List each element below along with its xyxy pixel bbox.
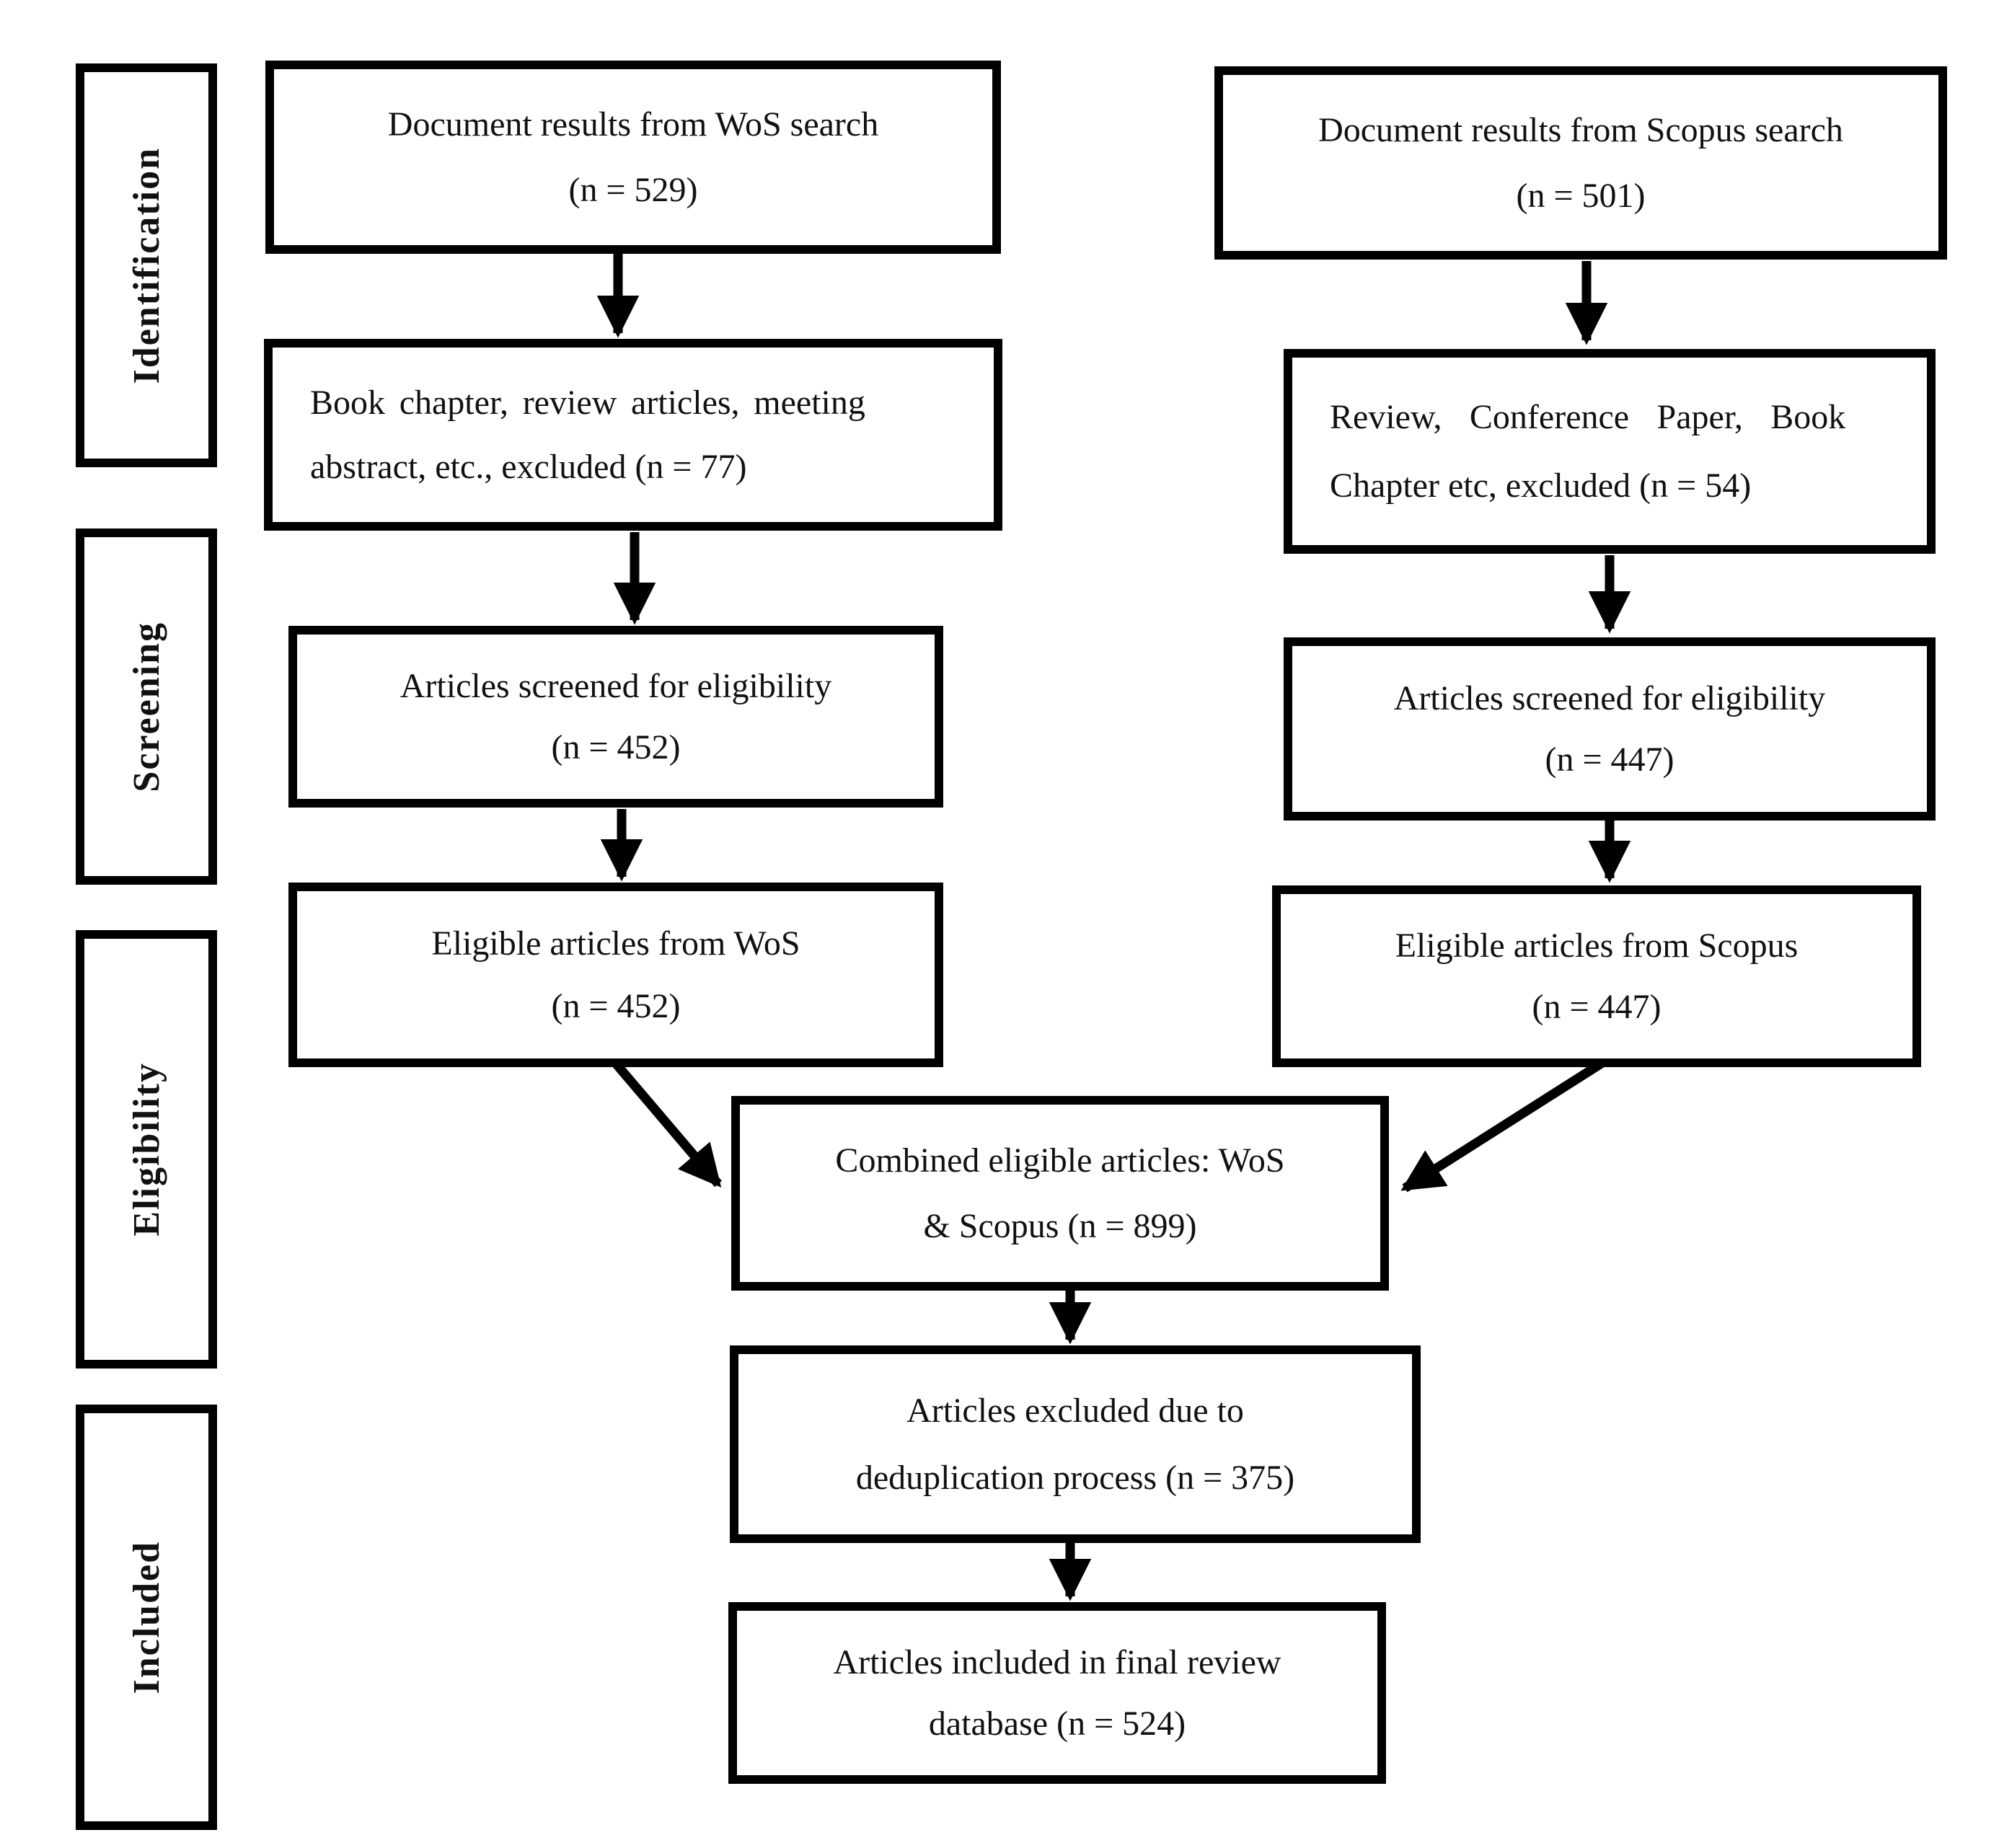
- arrow-wos-eligible-to-combined: [608, 1055, 722, 1188]
- scopus-eligible-line1: Eligible articles from Scopus: [1395, 926, 1799, 965]
- stage-screening: Screening: [76, 529, 217, 885]
- wos-eligible-line1: Eligible articles from WoS: [431, 924, 800, 963]
- wos-search-box: Document results from WoS search (n = 52…: [265, 61, 1001, 254]
- dedup-excluded-line2: deduplication process (n = 375): [855, 1458, 1295, 1497]
- wos-excluded-box: Book chapter, review articles, meeting a…: [264, 339, 1002, 531]
- stage-label-included: Included: [125, 1540, 167, 1694]
- scopus-eligible-box: Eligible articles from Scopus (n = 447): [1272, 885, 1921, 1067]
- wos-search-line1: Document results from WoS search: [387, 105, 879, 144]
- wos-screened-line1: Articles screened for eligibility: [400, 666, 832, 705]
- scopus-search-line1: Document results from Scopus search: [1318, 111, 1843, 150]
- final-included-line1: Articles included in final review: [833, 1643, 1281, 1681]
- stage-label-identification: Identification: [125, 146, 167, 384]
- wos-excluded-line2: abstract, etc., excluded (n = 77): [310, 448, 747, 487]
- dedup-excluded-box: Articles excluded due to deduplication p…: [730, 1345, 1421, 1543]
- scopus-screened-count: (n = 447): [1545, 740, 1674, 779]
- stage-label-eligibility: Eligibility: [125, 1062, 167, 1237]
- combined-box: Combined eligible articles: WoS & Scopus…: [731, 1096, 1389, 1291]
- stage-label-screening: Screening: [125, 621, 167, 792]
- stage-included: Included: [76, 1405, 217, 1830]
- scopus-excluded-line1: Review, Conference Paper, Book: [1330, 397, 1846, 436]
- scopus-excluded-box: Review, Conference Paper, Book Chapter e…: [1284, 349, 1936, 554]
- final-included-line2: database (n = 524): [928, 1704, 1186, 1743]
- scopus-search-box: Document results from Scopus search (n =…: [1214, 66, 1947, 260]
- scopus-eligible-count: (n = 447): [1532, 987, 1662, 1026]
- scopus-search-count: (n = 501): [1516, 176, 1646, 215]
- stage-eligibility: Eligibility: [76, 930, 217, 1369]
- scopus-screened-line1: Articles screened for eligibility: [1393, 678, 1826, 717]
- wos-screened-box: Articles screened for eligibility (n = 4…: [288, 626, 943, 808]
- scopus-excluded-line2: Chapter etc, excluded (n = 54): [1330, 467, 1752, 505]
- scopus-screened-box: Articles screened for eligibility (n = 4…: [1284, 637, 1936, 821]
- arrow-scopus-eligible-to-combined: [1400, 1058, 1605, 1193]
- wos-excluded-line1: Book chapter, review articles, meeting: [310, 383, 865, 422]
- wos-eligible-box: Eligible articles from WoS (n = 452): [288, 883, 943, 1067]
- combined-line2: & Scopus (n = 899): [923, 1206, 1197, 1245]
- combined-line1: Combined eligible articles: WoS: [835, 1141, 1285, 1180]
- wos-search-count: (n = 529): [568, 170, 698, 209]
- wos-eligible-count: (n = 452): [551, 986, 681, 1025]
- dedup-excluded-line1: Articles excluded due to: [906, 1392, 1244, 1431]
- stage-identification: Identification: [76, 63, 217, 467]
- wos-screened-count: (n = 452): [551, 728, 681, 766]
- final-included-box: Articles included in final review databa…: [728, 1602, 1386, 1784]
